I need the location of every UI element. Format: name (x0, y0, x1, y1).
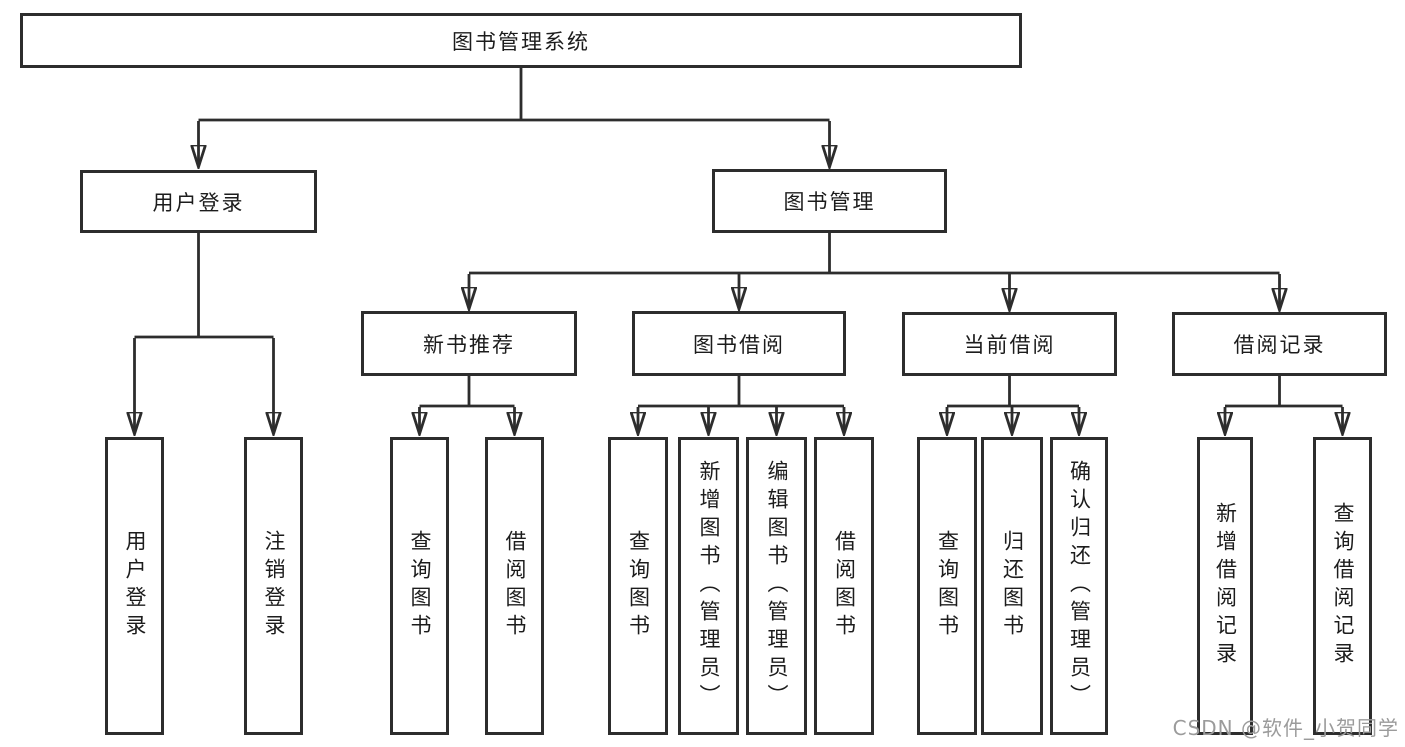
csdn-watermark: CSDN @软件_小贺同学 (1172, 716, 1399, 740)
leaf-logout-label: 注销登录 (262, 530, 286, 642)
leaf-add-book-admin-label: 新增图书（管理员） (697, 460, 721, 712)
connector-book-mgmt-branch (469, 233, 1280, 309)
leaf-user-login-label: 用户登录 (123, 530, 147, 642)
leaf-borrow-book-under-borrowing-label: 借阅图书 (832, 530, 857, 642)
leaf-query-borrow-record: 查询借阅记录 (1313, 437, 1372, 735)
leaf-query-borrow-record-label: 查询借阅记录 (1331, 502, 1355, 670)
leaf-query-book-under-current: 查询图书 (917, 437, 977, 735)
leaf-return-book-label: 归还图书 (1000, 530, 1025, 642)
node-borrowing-records: 借阅记录 (1172, 312, 1387, 376)
leaf-confirm-return-admin-label: 确认归还（管理员） (1067, 460, 1092, 712)
leaf-return-book: 归还图书 (981, 437, 1043, 735)
leaf-query-book-under-current-label: 查询图书 (935, 530, 960, 642)
node-current-borrowing: 当前借阅 (902, 312, 1117, 376)
node-book-management-label: 图书管理 (783, 190, 876, 214)
node-new-book-recommend-label: 新书推荐 (423, 332, 515, 357)
node-book-management: 图书管理 (712, 169, 947, 233)
leaf-borrow-book-under-borrowing: 借阅图书 (814, 437, 874, 735)
leaf-add-borrow-record: 新增借阅记录 (1197, 437, 1253, 735)
connector-book-borrow-branch (638, 376, 844, 433)
node-current-borrowing-label: 当前借阅 (963, 333, 1056, 357)
node-root-system: 图书管理系统 (20, 13, 1022, 68)
leaf-logout: 注销登录 (244, 437, 303, 735)
connector-root-branch (199, 68, 830, 166)
leaf-user-login: 用户登录 (105, 437, 164, 735)
leaf-edit-book-admin: 编辑图书（管理员） (746, 437, 807, 735)
node-user-login-label: 用户登录 (152, 190, 245, 215)
leaf-query-book-under-recommend-label: 查询图书 (408, 530, 432, 642)
node-new-book-recommend: 新书推荐 (361, 311, 577, 376)
node-borrowing-records-label: 借阅记录 (1233, 333, 1326, 357)
leaf-edit-book-admin-label: 编辑图书（管理员） (765, 460, 789, 712)
node-book-borrowing-label: 图书借阅 (693, 332, 785, 357)
connector-user-login-branch (135, 233, 274, 433)
node-root-system-label: 图书管理系统 (452, 29, 590, 54)
leaf-query-book-under-borrowing: 查询图书 (608, 437, 668, 735)
node-book-borrowing: 图书借阅 (632, 311, 846, 376)
connector-new-book-rec-branch (420, 376, 515, 433)
leaf-query-book-under-recommend: 查询图书 (390, 437, 449, 735)
leaf-borrow-book-under-recommend-label: 借阅图书 (503, 530, 527, 642)
connector-borrow-records-branch (1225, 376, 1343, 433)
leaf-borrow-book-under-recommend: 借阅图书 (485, 437, 544, 735)
leaf-query-book-under-borrowing-label: 查询图书 (626, 530, 651, 642)
connector-current-borrow-branch (947, 376, 1079, 433)
leaf-add-book-admin: 新增图书（管理员） (678, 437, 739, 735)
leaf-confirm-return-admin: 确认归还（管理员） (1050, 437, 1108, 735)
leaf-add-borrow-record-label: 新增借阅记录 (1213, 502, 1238, 670)
node-user-login: 用户登录 (80, 170, 317, 233)
